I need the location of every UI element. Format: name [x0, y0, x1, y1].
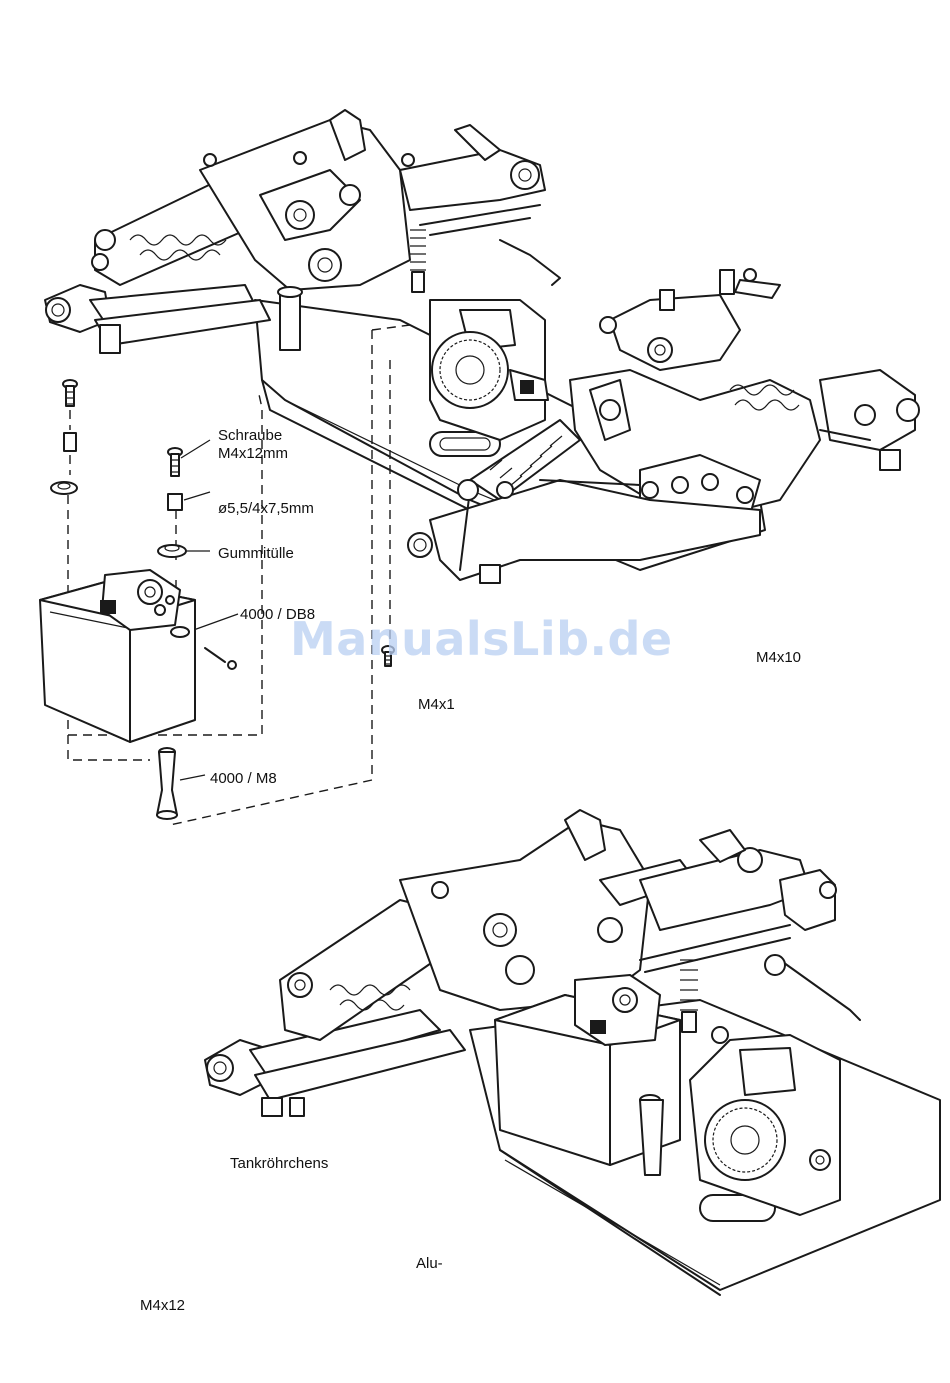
top-mid-spring — [410, 230, 426, 270]
left-screw-stack — [51, 380, 77, 494]
m4x1-label: M4x1 — [418, 697, 455, 712]
bottom-chassis-drawing — [205, 810, 940, 1295]
screw-label: Schraube — [218, 428, 282, 443]
center-screw-stack — [158, 448, 186, 557]
tank-tube-label: Tankröhrchens — [230, 1156, 328, 1171]
fuel-tank — [40, 570, 236, 742]
part-m8-label: 4000 / M8 — [210, 771, 277, 786]
spacer-label: ø5,5/4x7,5mm — [218, 501, 314, 516]
post-4000-m8 — [157, 748, 177, 819]
alu-label: Alu- — [416, 1256, 443, 1271]
m4x12-label: M4x12 — [140, 1298, 185, 1313]
screw-size-label: M4x12mm — [218, 446, 288, 461]
grommet-label: Gummitülle — [218, 546, 294, 561]
watermark-text: ManualsLib.de — [290, 612, 673, 666]
m4x10-label: M4x10 — [756, 650, 801, 665]
bottom-right-hub — [780, 870, 835, 930]
